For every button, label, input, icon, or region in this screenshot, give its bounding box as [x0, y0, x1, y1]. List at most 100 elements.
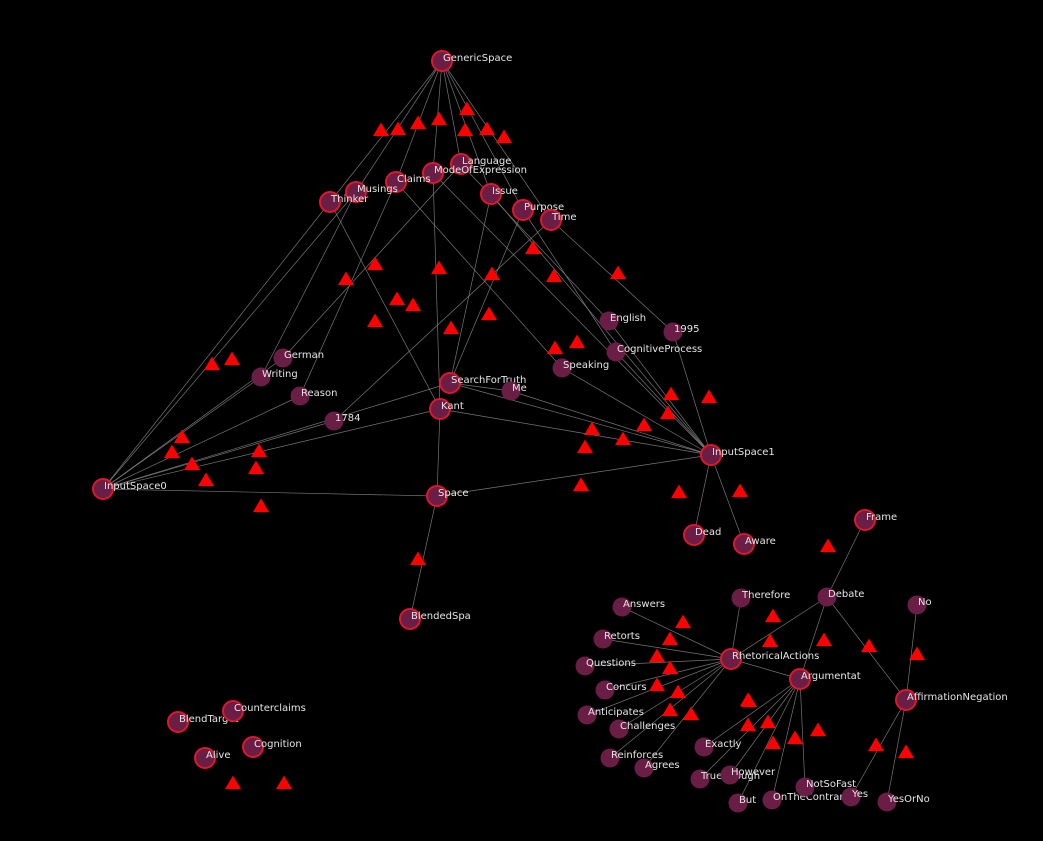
relation-triangle-icon[interactable] [337, 271, 355, 286]
relation-triangle-icon[interactable] [250, 443, 268, 458]
node-blendtarget[interactable]: BlendTarget [167, 711, 238, 733]
node-circle[interactable] [720, 765, 740, 785]
relation-triangle-icon[interactable] [409, 115, 427, 130]
node-circle[interactable] [606, 342, 626, 362]
node-affirmationnegation[interactable]: AffirmationNegation [895, 689, 1008, 711]
node-circle[interactable] [663, 322, 683, 342]
node-thinker[interactable]: Thinker [319, 191, 369, 213]
relation-triangle-icon[interactable] [430, 260, 448, 275]
node-circle[interactable] [841, 787, 861, 807]
node-cognition[interactable]: Cognition [242, 736, 302, 758]
relation-triangle-icon[interactable] [173, 429, 191, 444]
relation-triangle-icon[interactable] [183, 456, 201, 471]
relation-triangle-icon[interactable] [275, 775, 293, 790]
relation-triangle-icon[interactable] [458, 101, 476, 116]
node-circle[interactable] [854, 509, 876, 531]
relation-triangle-icon[interactable] [669, 684, 687, 699]
node-blendedspa[interactable]: BlendedSpa [399, 608, 471, 630]
node-notsofast[interactable]: NotSoFast [795, 777, 857, 797]
relation-triangle-icon[interactable] [545, 268, 563, 283]
node-english[interactable]: English [599, 311, 647, 331]
node-me[interactable]: Me [501, 381, 527, 401]
node-circle[interactable] [728, 793, 748, 813]
node-circle[interactable] [907, 595, 927, 615]
relation-triangle-icon[interactable] [819, 538, 837, 553]
node-challenges[interactable]: Challenges [609, 719, 676, 739]
node-circle[interactable] [290, 386, 310, 406]
relation-triangle-icon[interactable] [583, 421, 601, 436]
relation-triangle-icon[interactable] [897, 744, 915, 759]
node-circle[interactable] [720, 648, 742, 670]
node-german[interactable]: German [273, 348, 325, 368]
node-circle[interactable] [700, 444, 722, 466]
relation-triangle-icon[interactable] [247, 460, 265, 475]
node-circle[interactable] [167, 711, 189, 733]
relation-triangle-icon[interactable] [546, 340, 564, 355]
node-circle[interactable] [575, 656, 595, 676]
node-anticipates[interactable]: Anticipates [577, 705, 644, 725]
relation-triangle-icon[interactable] [388, 291, 406, 306]
node-circle[interactable] [345, 181, 367, 203]
relation-triangle-icon[interactable] [761, 633, 779, 648]
relation-triangle-icon[interactable] [197, 472, 215, 487]
node-rhetoricalactions[interactable]: RhetoricalActions [720, 648, 819, 670]
node-retorts[interactable]: Retorts [593, 629, 640, 649]
node-circle[interactable] [731, 588, 751, 608]
node-circle[interactable] [501, 381, 521, 401]
node-aware[interactable]: Aware [733, 533, 776, 555]
relation-triangle-icon[interactable] [682, 706, 700, 721]
node-circle[interactable] [429, 398, 451, 420]
node-circle[interactable] [540, 209, 562, 231]
relation-triangle-icon[interactable] [661, 631, 679, 646]
relation-triangle-icon[interactable] [648, 677, 666, 692]
node-circle[interactable] [789, 668, 811, 690]
relation-triangle-icon[interactable] [661, 660, 679, 675]
node-circle[interactable] [609, 719, 629, 739]
relation-triangle-icon[interactable] [659, 405, 677, 420]
relation-triangle-icon[interactable] [203, 356, 221, 371]
node-circle[interactable] [399, 608, 421, 630]
relation-triangle-icon[interactable] [430, 111, 448, 126]
relation-triangle-icon[interactable] [661, 702, 679, 717]
relation-triangle-icon[interactable] [700, 389, 718, 404]
node-genericspace[interactable]: GenericSpace [431, 50, 512, 72]
relation-triangle-icon[interactable] [867, 737, 885, 752]
node-purpose[interactable]: Purpose [512, 199, 564, 221]
relation-triangle-icon[interactable] [568, 334, 586, 349]
relation-triangle-icon[interactable] [572, 477, 590, 492]
node-language[interactable]: Language [450, 153, 511, 175]
node-circle[interactable] [222, 700, 244, 722]
node-circle[interactable] [795, 777, 815, 797]
relation-triangle-icon[interactable] [442, 320, 460, 335]
node-circle[interactable] [480, 183, 502, 205]
node-circle[interactable] [577, 705, 597, 725]
node-argumentat[interactable]: Argumentat [789, 668, 861, 690]
relation-triangle-icon[interactable] [524, 240, 542, 255]
relation-triangle-icon[interactable] [495, 129, 513, 144]
node-time[interactable]: Time [540, 209, 576, 231]
node-frame[interactable]: Frame [854, 509, 897, 531]
node-circle[interactable] [552, 358, 572, 378]
relation-triangle-icon[interactable] [224, 775, 242, 790]
node-circle[interactable] [599, 311, 619, 331]
node-circle[interactable] [600, 748, 620, 768]
relation-triangle-icon[interactable] [404, 297, 422, 312]
relation-triangle-icon[interactable] [662, 386, 680, 401]
relation-triangle-icon[interactable] [860, 638, 878, 653]
relation-triangle-icon[interactable] [366, 256, 384, 271]
relation-triangle-icon[interactable] [478, 121, 496, 136]
relation-triangle-icon[interactable] [372, 122, 390, 137]
node-modeofexpression[interactable]: ModeOfExpression [422, 162, 527, 184]
relation-triangle-icon[interactable] [366, 313, 384, 328]
relation-triangle-icon[interactable] [740, 693, 758, 708]
relation-triangle-icon[interactable] [223, 351, 241, 366]
node-circle[interactable] [422, 162, 444, 184]
relation-triangle-icon[interactable] [635, 417, 653, 432]
node-concurs[interactable]: Concurs [595, 680, 647, 700]
node-questions[interactable]: Questions [575, 656, 636, 676]
node-circle[interactable] [242, 736, 264, 758]
relation-triangle-icon[interactable] [739, 717, 757, 732]
node-circle[interactable] [273, 348, 293, 368]
node-circle[interactable] [324, 411, 344, 431]
node-reason[interactable]: Reason [290, 386, 338, 406]
